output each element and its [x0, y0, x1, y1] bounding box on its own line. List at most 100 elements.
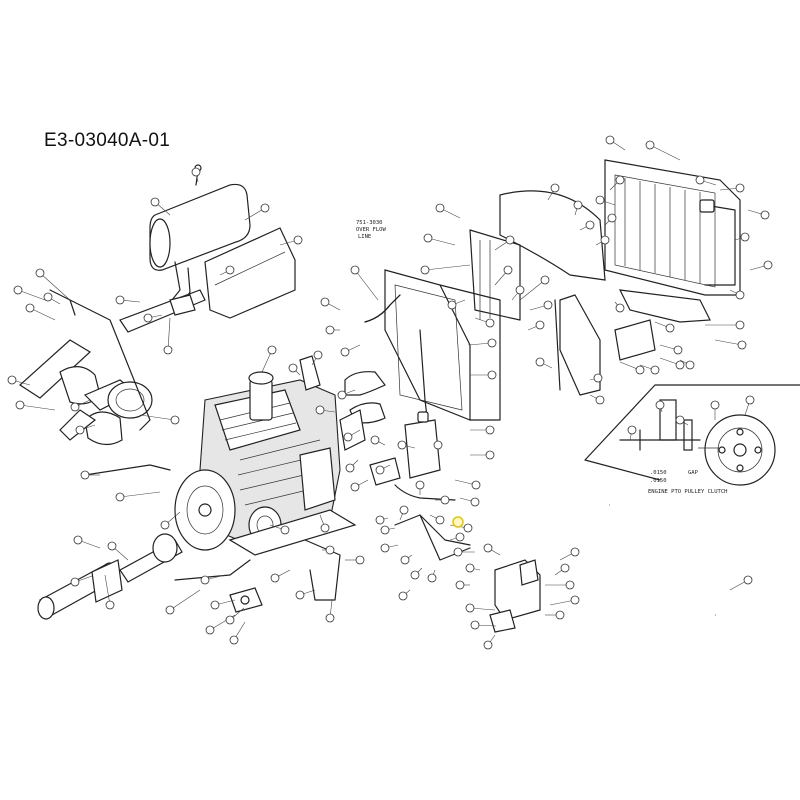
- part-callout-118: [435, 495, 450, 505]
- part-callout-24: [70, 575, 93, 587]
- part-callout-52: [397, 440, 416, 450]
- part-callout-100: [710, 400, 720, 420]
- part-callout-66: [494, 265, 513, 286]
- part-callout-61: [435, 203, 461, 219]
- part-callout-126: [398, 589, 411, 601]
- gap-label-left: .0150: [650, 470, 667, 476]
- part-callout-97: [679, 359, 695, 370]
- part-callout-7: [163, 317, 173, 355]
- part-callout-75: [535, 357, 553, 369]
- part-callout-91: [749, 260, 773, 271]
- part-callout-128: [429, 514, 445, 525]
- muffler-heat-shield: [204, 227, 296, 319]
- part-callout-1: [191, 167, 201, 183]
- part-callout-46: [343, 429, 361, 442]
- part-callout-51: [350, 265, 379, 301]
- part-callout-123: [400, 554, 413, 565]
- part-callout-5: [219, 265, 235, 276]
- air-filter-bracket: [49, 289, 151, 431]
- part-callout-41: [320, 297, 341, 311]
- part-callout-17: [139, 414, 180, 425]
- part-callout-119: [415, 480, 425, 495]
- part-callout-37: [322, 545, 335, 555]
- part-callout-87: [645, 140, 681, 161]
- part-callout-80: [714, 339, 747, 350]
- part-callout-22: [107, 541, 129, 561]
- part-callout-44: [337, 389, 356, 400]
- engine-pulley-note: ENGINE PTO PULLEY CLUTCH: [648, 489, 727, 495]
- part-callout-110: [470, 620, 497, 630]
- fan-pulley: [704, 414, 776, 486]
- part-callout-30: [229, 621, 246, 645]
- part-callout-60: [474, 317, 495, 328]
- part-callout-63: [420, 264, 471, 275]
- hose-note-line-2: OVER FLOW: [356, 227, 386, 233]
- part-callout-88: [695, 175, 717, 186]
- part-callouts: [7, 135, 773, 650]
- part-callout-53: [433, 440, 443, 450]
- part-callout-99: [675, 415, 689, 426]
- part-callout-25: [165, 589, 201, 615]
- part-callout-47: [345, 459, 359, 473]
- air-filter-housing: [59, 381, 153, 446]
- part-callout-70: [527, 320, 545, 331]
- part-callout-111: [483, 634, 496, 650]
- part-callout-16: [75, 424, 96, 435]
- radiator-side-panel: [469, 190, 606, 321]
- part-callout-50: [375, 464, 391, 475]
- engine-mount-plate: [228, 509, 357, 556]
- part-callout-10: [13, 285, 46, 301]
- part-callout-71: [547, 183, 560, 201]
- part-callout-116: [449, 523, 473, 533]
- part-callout-39: [288, 363, 301, 376]
- part-callout-40: [311, 350, 323, 366]
- part-callout-59: [467, 338, 497, 348]
- part-callout-122: [380, 543, 399, 553]
- part-callout-55: [459, 497, 480, 507]
- part-callout-101: [744, 395, 755, 416]
- part-callout-79: [705, 320, 745, 330]
- part-callout-73: [579, 220, 595, 231]
- part-callout-104: [559, 547, 580, 561]
- part-callout-83: [639, 364, 660, 375]
- part-callout-95: [595, 195, 616, 206]
- part-callout-125: [427, 569, 437, 583]
- part-callout-78: [614, 301, 625, 313]
- part-callout-107: [549, 595, 580, 606]
- part-callout-54: [454, 479, 481, 490]
- part-callout-127: [375, 515, 389, 525]
- part-callout-92: [729, 289, 745, 300]
- part-callout-13: [7, 375, 31, 386]
- part-callout-23: [104, 574, 115, 610]
- hose-note-line-1: 751-3030: [356, 220, 383, 226]
- part-callout-48: [350, 479, 369, 492]
- clutch-gap-assembly: [619, 399, 720, 451]
- part-callout-90: [747, 209, 770, 220]
- part-callout-4: [279, 235, 303, 246]
- part-callout-103: [729, 575, 753, 591]
- part-callout-21: [73, 535, 101, 549]
- part-callout-105: [554, 563, 570, 576]
- part-callout-82: [654, 321, 675, 333]
- drive-belt: [603, 503, 772, 663]
- part-callout-85: [659, 357, 685, 370]
- highlighted-part-callout: [452, 516, 464, 528]
- muffler: [149, 164, 251, 306]
- part-callout-109: [465, 603, 496, 613]
- part-callout-57: [470, 425, 495, 435]
- part-callout-15: [70, 399, 91, 412]
- part-callout-115: [453, 547, 475, 557]
- part-callout-67: [511, 285, 525, 301]
- part-callout-26: [200, 574, 226, 585]
- part-callout-72: [573, 200, 583, 216]
- part-callout-86: [605, 135, 626, 151]
- part-callout-56: [470, 450, 495, 460]
- glow-plug-wire: [84, 464, 171, 476]
- part-callout-98: [655, 400, 665, 413]
- engine-mount-bracket: [229, 587, 263, 613]
- pulley-detail-inset: .0150 GAP .0150 ENGINE PTO PULLEY CLUTCH: [584, 384, 800, 495]
- part-callout-49: [370, 435, 386, 446]
- radiator-shroud: [384, 269, 501, 421]
- part-callout-35: [325, 599, 335, 623]
